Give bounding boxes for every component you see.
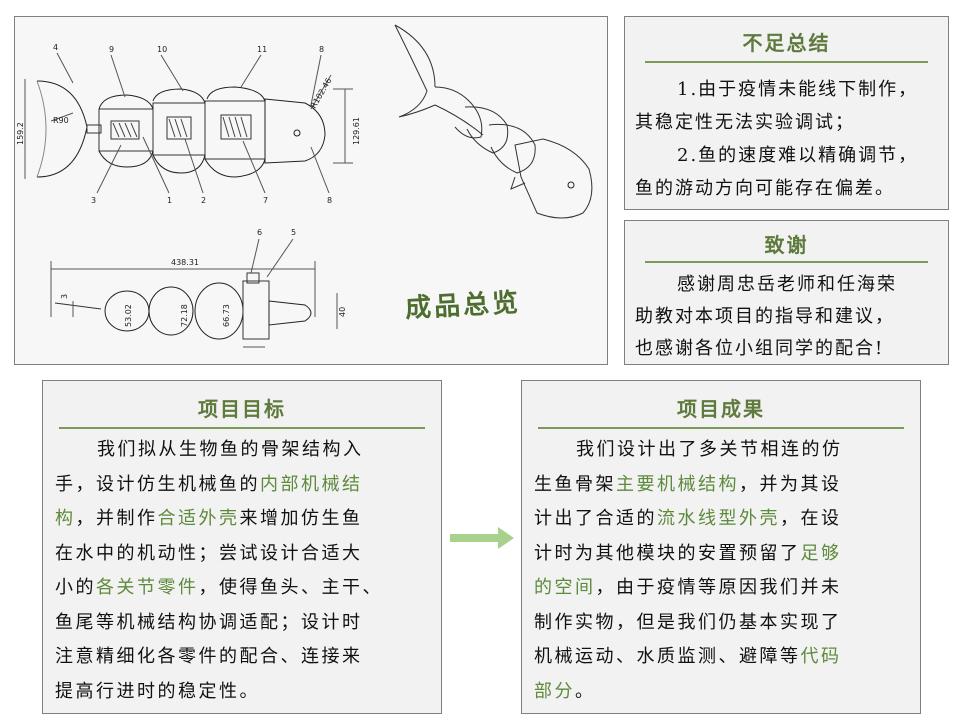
goal-run: 我们拟从生物鱼的骨架结构入 xyxy=(97,439,364,460)
results-line: 制作实物，但是我们仍基本实现了 xyxy=(534,606,843,641)
goal-panel: 项目目标 我们拟从生物鱼的骨架结构入手，设计仿生机械鱼的内部机械结构，并制作合适… xyxy=(42,380,442,714)
dim-72-18: 72.18 xyxy=(180,304,189,327)
goal-line: 提高行进时的稳定性。 xyxy=(55,675,383,710)
callout-10: 10 xyxy=(157,45,167,54)
shortcomings-panel: 不足总结 1.由于疫情未能线下制作， 其稳定性无法实验调试； 2.鱼的速度难以精… xyxy=(624,16,949,210)
results-highlight: 流水线型外壳 xyxy=(657,508,780,529)
goal-line: 在水中的机动性；尝试设计合适大 xyxy=(55,537,383,572)
results-run: 计时为其他模块的安置预留了 xyxy=(534,542,801,564)
results-panel: 项目成果 我们设计出了多关节相连的仿生鱼骨架主要机械结构，并为其设计出了合适的流… xyxy=(521,380,921,714)
results-line: 计出了合适的流水线型外壳，在设 xyxy=(534,502,843,537)
goal-line: 手，设计仿生机械鱼的内部机械结 xyxy=(55,468,383,503)
goal-line: 我们拟从生物鱼的骨架结构入 xyxy=(55,433,383,468)
results-run: 计出了合适的 xyxy=(534,508,657,529)
shortcomings-title: 不足总结 xyxy=(625,27,948,56)
callout-11: 11 xyxy=(257,45,267,54)
callout-2: 2 xyxy=(201,196,206,205)
results-run: 制作实物，但是我们仍基本实现了 xyxy=(534,611,842,633)
shortcomings-line: 其稳定性无法实验调试； xyxy=(635,112,855,133)
shortcomings-line: 鱼的游动方向可能存在偏差。 xyxy=(635,178,895,199)
callout-8-bottom: 8 xyxy=(327,196,332,205)
goal-text: 我们拟从生物鱼的骨架结构入手，设计仿生机械鱼的内部机械结构，并制作合适外壳来增加… xyxy=(55,433,383,709)
results-line: 机械运动、水质监测、避障等代码 xyxy=(534,640,843,675)
results-line: 计时为其他模块的安置预留了足够 xyxy=(534,537,843,572)
goal-run: ，并制作 xyxy=(75,508,158,529)
results-line: 的空间，由于疫情等原因我们并未 xyxy=(534,571,843,606)
dim-159-2: 159.2 xyxy=(16,122,25,145)
results-title-underline xyxy=(538,427,904,429)
thanks-title: 致谢 xyxy=(625,229,948,258)
callout-6: 6 xyxy=(257,228,262,237)
dim-r90: R90 xyxy=(53,116,69,125)
callout-4: 4 xyxy=(53,43,58,52)
callout-1: 1 xyxy=(167,196,172,205)
thanks-text: 感谢周忠岳老师和任海荣 助教对本项目的指导和建议， 也感谢各位小组同学的配合! xyxy=(635,269,897,365)
goal-line: 注意精细化各零件的配合、连接来 xyxy=(55,640,383,675)
results-highlight: 的空间 xyxy=(534,577,596,598)
thanks-line: 助教对本项目的指导和建议， xyxy=(635,306,895,327)
goal-highlight: 构 xyxy=(55,508,76,529)
results-line: 部分。 xyxy=(534,675,843,710)
thanks-title-underline xyxy=(645,261,928,263)
goal-highlight: 内部机械结 xyxy=(260,473,363,495)
results-highlight: 代码 xyxy=(800,646,842,667)
results-run: ，在设 xyxy=(780,508,842,529)
results-highlight: 主要机械结构 xyxy=(616,473,739,495)
goal-run: 注意精细化各零件的配合、连接来 xyxy=(55,646,363,667)
results-run: 机械运动、水质监测、避障等 xyxy=(534,646,801,667)
goal-run: 来增加仿生鱼 xyxy=(239,508,363,529)
goal-line: 鱼尾等机械结构协调适配；设计时 xyxy=(55,606,383,641)
fish-technical-drawing: 4 9 10 11 8 3 1 2 7 8 6 5 R90 159.2 R102… xyxy=(16,24,593,348)
dim-3: 3 xyxy=(60,294,69,299)
goal-run: 鱼尾等机械结构协调适配；设计时 xyxy=(55,611,363,633)
dim-40: 40 xyxy=(338,307,347,317)
shortcomings-line: 1.由于疫情未能线下制作， xyxy=(677,79,919,100)
shortcomings-line: 2.鱼的速度难以精确调节， xyxy=(677,145,919,166)
overview-title: 成品总览 xyxy=(404,287,522,325)
results-run: 。 xyxy=(575,680,596,702)
results-line: 我们设计出了多关节相连的仿 xyxy=(534,433,843,468)
callout-7: 7 xyxy=(263,196,268,205)
goal-run: 在水中的机动性；尝试设计合适大 xyxy=(55,542,363,564)
dim-438-31: 438.31 xyxy=(171,258,199,267)
results-line: 生鱼骨架主要机械结构，并为其设 xyxy=(534,468,843,503)
results-title: 项目成果 xyxy=(522,393,920,422)
goal-run: ，使得鱼头、主干、 xyxy=(198,577,383,598)
dim-66-73: 66.73 xyxy=(222,304,231,327)
goal-run: 提高行进时的稳定性。 xyxy=(55,680,260,702)
results-run: ，并为其设 xyxy=(739,473,842,495)
right-arrow-icon xyxy=(450,527,514,549)
goal-line: 小的各关节零件，使得鱼头、主干、 xyxy=(55,571,383,606)
goal-highlight: 合适外壳 xyxy=(157,508,240,529)
shortcomings-title-underline xyxy=(645,61,928,63)
goal-run: 小的 xyxy=(55,577,96,598)
results-highlight: 部分 xyxy=(534,680,575,702)
callout-3: 3 xyxy=(91,196,96,205)
results-run: 生鱼骨架 xyxy=(534,473,616,495)
results-text: 我们设计出了多关节相连的仿生鱼骨架主要机械结构，并为其设计出了合适的流水线型外壳… xyxy=(534,433,843,709)
thanks-line: 也感谢各位小组同学的配合! xyxy=(635,338,885,359)
callout-9: 9 xyxy=(109,45,114,54)
goal-highlight: 各关节零件 xyxy=(96,577,199,598)
goal-title: 项目目标 xyxy=(43,393,441,422)
thanks-panel: 致谢 感谢周忠岳老师和任海荣 助教对本项目的指导和建议， 也感谢各位小组同学的配… xyxy=(624,220,949,365)
goal-title-underline xyxy=(59,427,425,429)
dim-53-02: 53.02 xyxy=(124,304,133,327)
shortcomings-text: 1.由于疫情未能线下制作， 其稳定性无法实验调试； 2.鱼的速度难以精确调节， … xyxy=(635,73,918,205)
callout-5: 5 xyxy=(291,228,296,237)
goal-run: 手，设计仿生机械鱼的 xyxy=(55,473,260,495)
callout-8-top: 8 xyxy=(319,45,324,54)
thanks-line: 感谢周忠岳老师和任海荣 xyxy=(677,274,897,295)
results-run: ，由于疫情等原因我们并未 xyxy=(595,577,842,598)
overview-panel: 4 9 10 11 8 3 1 2 7 8 6 5 R90 159.2 R102… xyxy=(14,16,608,365)
dim-r102-46: R102.46 xyxy=(309,76,334,110)
goal-line: 构，并制作合适外壳来增加仿生鱼 xyxy=(55,502,383,537)
dim-129-61: 129.61 xyxy=(352,117,361,145)
results-highlight: 足够 xyxy=(800,542,842,564)
results-run: 我们设计出了多关节相连的仿 xyxy=(576,439,843,460)
